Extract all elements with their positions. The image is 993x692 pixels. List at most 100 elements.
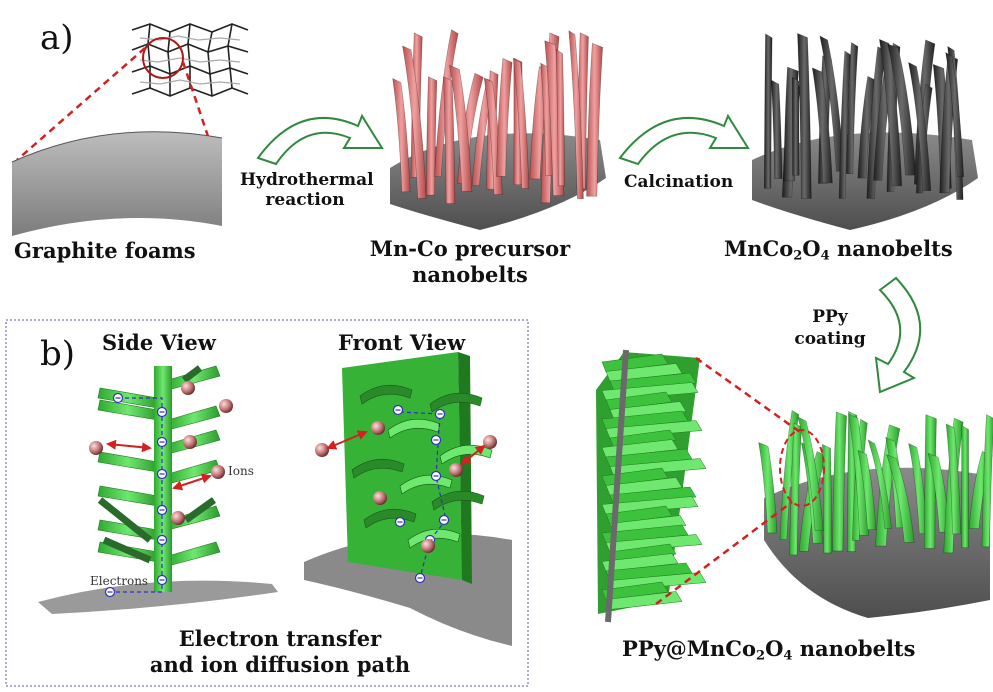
ppy-flake (605, 420, 703, 439)
front-view-label: Front View (338, 330, 466, 355)
side-branch (167, 405, 221, 431)
front-view-illustration (304, 352, 512, 646)
ppy-coating-label-line2: coating (794, 329, 866, 349)
ppy-label-sub2: 4 (783, 648, 793, 664)
precursor-nanobelts-stage (390, 29, 606, 230)
side-branch-dark (181, 365, 203, 383)
nanobelt (908, 61, 932, 192)
nanobelt (981, 414, 993, 548)
side-view-electrons (104, 392, 168, 598)
calcination-arrow (618, 113, 750, 166)
precursor-label: Mn-Co precursor nanobelts (360, 236, 580, 288)
nanobelt (425, 76, 438, 196)
ppy-coating-label-line1: PPy (812, 307, 848, 327)
front-flake (407, 528, 461, 549)
ion-sphere (219, 399, 233, 413)
ion-sphere (449, 463, 463, 477)
ppy-label-main: PPy@MnCo (622, 636, 757, 661)
nanobelt (496, 57, 513, 177)
ion-sphere (483, 435, 497, 449)
ion-sphere (373, 491, 387, 505)
nanobelt (568, 30, 584, 200)
ppy-label-suffix: nanobelts (792, 636, 916, 661)
front-flake (431, 490, 485, 511)
graphite-foam-network (128, 20, 250, 102)
caption-line1: Electron transfer (178, 626, 382, 651)
front-flake (387, 418, 441, 439)
front-flake (429, 392, 483, 413)
ppy-nanobelts-stage (758, 410, 993, 618)
panel-b-label: b) (40, 334, 76, 374)
ppy-flake (601, 353, 669, 373)
nanobelt (857, 75, 877, 179)
ppy-flake (609, 429, 677, 449)
nanobelt (791, 76, 800, 176)
nanobelt (832, 411, 847, 552)
side-view-label: Side View (102, 330, 216, 355)
ppy-mnco2o4-label: PPy@MnCo2O4 nanobelts (622, 636, 915, 663)
hydrothermal-label: Hydrothermal reaction (240, 170, 374, 210)
nanobelt (838, 50, 852, 199)
ppy-coating-label: PPy coating (790, 306, 870, 350)
front-view-electrons (392, 404, 450, 584)
ions-label: Ions (228, 464, 254, 478)
ppy-flake (605, 534, 703, 553)
side-branch (97, 451, 159, 473)
zoom-dashed-lines-b (655, 356, 801, 605)
nanobelt (945, 51, 964, 177)
ion-sphere (211, 465, 225, 479)
ppy-flake (601, 581, 669, 601)
mnco2o4-label: MnCo2O4 nanobelts (724, 236, 953, 263)
ppy-flake (605, 477, 683, 496)
calcination-label: Calcination (624, 172, 734, 192)
ion-sphere (183, 435, 197, 449)
precursor-nanobelt-group (392, 29, 603, 204)
ion-sphere (171, 511, 185, 525)
side-branch-dark (183, 497, 217, 523)
ppy-flake (609, 486, 697, 506)
nanobelt (879, 38, 903, 187)
nanobelt (886, 454, 915, 543)
mnco2o4-label-main: MnCo (724, 236, 794, 261)
nanobelt (758, 441, 778, 534)
nanobelt (586, 42, 603, 197)
mnco2o4-label-sub2: 4 (820, 248, 830, 264)
nanobelt (857, 449, 877, 531)
nanobelt (961, 424, 969, 548)
ppy-single-belt-zoom (596, 349, 707, 623)
electrons-label: Electrons (90, 574, 149, 588)
ppy-flake (609, 401, 687, 420)
nanobelt (797, 416, 824, 532)
front-flake (351, 458, 405, 479)
nanobelt (923, 414, 937, 549)
nanobelt (392, 78, 411, 193)
nanobelt (763, 33, 773, 189)
ppy-coating-arrow (874, 276, 922, 394)
hydrothermal-arrow (256, 113, 384, 166)
ion-sphere (371, 421, 385, 435)
ppy-flake (609, 372, 697, 392)
ion-sphere (421, 539, 435, 553)
panel-b-frame (5, 319, 529, 687)
front-flake (359, 384, 413, 405)
front-flake (363, 508, 417, 529)
side-view-ions (89, 381, 233, 525)
caption-line2: and ion diffusion path (149, 652, 411, 677)
oxide-nanobelt-group (763, 32, 964, 200)
front-view-flakes (351, 384, 493, 549)
ion-sphere (181, 381, 195, 395)
nanobelt (449, 64, 473, 192)
nanobelt (811, 67, 833, 184)
nanobelt (770, 79, 783, 179)
mnco2o4-nanobelts-stage (752, 32, 978, 230)
nanobelt (512, 57, 530, 189)
graphite-foam-substrate (12, 131, 222, 236)
hydrothermal-label-line1: Hydrothermal (240, 170, 374, 190)
ppy-flake (601, 496, 699, 515)
ppy-nanobelt-group (758, 410, 993, 556)
mnco2o4-label-sub1: 2 (793, 248, 803, 264)
nanobelt (945, 423, 962, 535)
precursor-label-line2: nanobelts (412, 262, 528, 287)
ppy-label-o: O (765, 636, 784, 661)
